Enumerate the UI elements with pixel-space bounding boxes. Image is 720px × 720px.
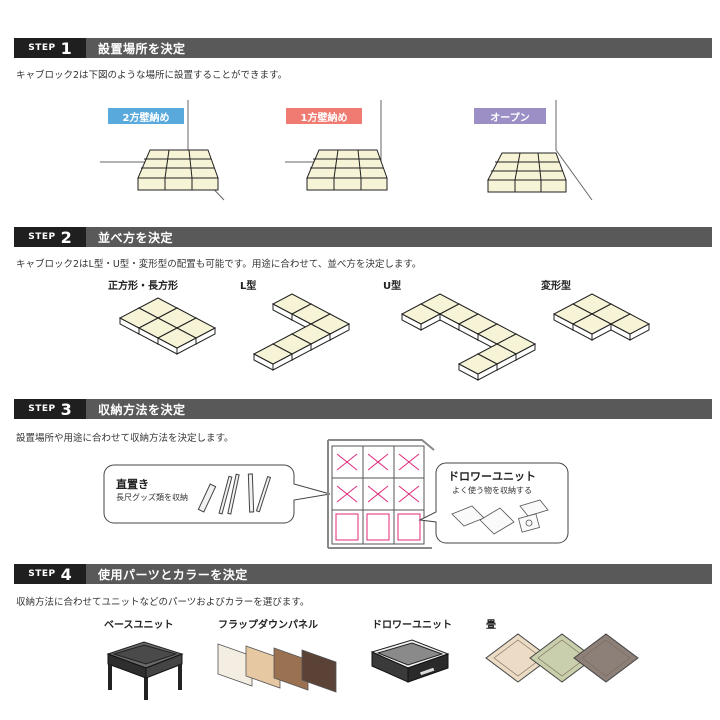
step4-tag: STEP 4 (14, 564, 86, 584)
step-word: STEP (28, 569, 56, 579)
shape-label-l: L型 (240, 281, 257, 292)
arrangement-irregular (552, 293, 651, 341)
tile (156, 327, 198, 355)
shape-label-square: 正方形・長方形 (108, 281, 178, 292)
storage-arrow (398, 485, 420, 503)
tile (457, 353, 499, 381)
step1-title: 設置場所を決定 (98, 41, 186, 56)
badge-two-walls-label: 2方壁納め (122, 112, 170, 124)
flap-panel-swatch (273, 647, 309, 691)
badge-one-wall: 1方壁納め (286, 108, 362, 124)
bubble-left-title: 直置き (116, 478, 149, 491)
step2-tag: STEP 2 (14, 227, 86, 247)
arrangement-square (118, 297, 217, 355)
tile (252, 343, 294, 371)
flap-panel-swatch (217, 643, 253, 687)
part-label-drawer-unit: ドロワーユニット (372, 620, 452, 631)
step4-header: STEP 4 使用パーツとカラーを決定 (14, 564, 712, 584)
shape-label-irregular: 変形型 (541, 281, 571, 292)
tile (400, 303, 442, 331)
step-number: 1 (60, 38, 72, 58)
step-number: 3 (60, 399, 72, 419)
step3-title: 収納方法を決定 (98, 402, 186, 417)
bubble-right-sub: よく使う物を収納する (452, 486, 532, 495)
step-word: STEP (28, 404, 56, 414)
step1-tag: STEP 1 (14, 38, 86, 58)
step2-title: 並べ方を決定 (98, 230, 174, 245)
step3-description: 設置場所や用途に合わせて収納方法を決定します。 (16, 433, 234, 444)
step-number: 4 (60, 564, 72, 584)
scene-two-walls (100, 100, 225, 201)
tile (571, 313, 613, 341)
flap-panel-swatch (245, 645, 281, 689)
step4-title: 使用パーツとカラーを決定 (98, 567, 248, 582)
bubble-right-title: ドロワーユニット (448, 470, 536, 483)
drawer-slot (335, 513, 359, 541)
scene-one-wall (285, 100, 388, 191)
bubble-right (418, 462, 569, 544)
drawer-slot (366, 513, 390, 541)
bubble-left (103, 464, 331, 524)
step-word: STEP (28, 43, 56, 53)
badge-open-label: オープン (490, 112, 530, 124)
part-label-flap-panel: フラップダウンパネル (218, 620, 318, 631)
part-label-base-unit: ベースユニット (104, 620, 174, 631)
scene-open (487, 100, 593, 201)
step4-description: 収納方法に合わせてユニットなどのパーツおよびカラーを選びます。 (16, 597, 310, 608)
storage-arrow (336, 485, 358, 503)
step3-header: STEP 3 収納方法を決定 (14, 399, 712, 419)
storage-arrow (336, 453, 358, 471)
tatami-swatch (573, 633, 639, 683)
tatami-border (581, 639, 631, 677)
badge-one-wall-label: 1方壁納め (300, 112, 348, 124)
arrangement-l (252, 293, 351, 371)
step-word: STEP (28, 232, 56, 242)
storage-arrow (398, 453, 420, 471)
tile (609, 313, 651, 341)
flap-panel-swatch (301, 649, 337, 693)
flap-panel-colors (217, 643, 337, 693)
storage-arrow (367, 485, 389, 503)
shape-label-u: U型 (383, 281, 402, 292)
step-number: 2 (60, 227, 72, 247)
part-label-tatami: 畳 (486, 620, 496, 631)
tatami-colors (485, 633, 639, 683)
step2-description: キャブロック2はL型・U型・変形型の配置も可能です。用途に合わせて、並べ方を決定… (16, 259, 422, 270)
base-unit-image (106, 641, 184, 700)
step1-description: キャブロック2は下図のような場所に設置することができます。 (16, 70, 288, 81)
step1-header: STEP 1 設置場所を決定 (14, 38, 712, 58)
storage-arrow (367, 453, 389, 471)
step2-header: STEP 2 並べ方を決定 (14, 227, 712, 247)
drawer-unit-image (370, 639, 450, 683)
badge-open: オープン (474, 108, 546, 124)
drawer-slot (397, 513, 421, 541)
badge-two-walls: 2方壁納め (108, 108, 184, 124)
step3-tag: STEP 3 (14, 399, 86, 419)
arrangement-u (400, 293, 537, 381)
storage-cabinet (327, 439, 435, 549)
bubble-left-sub: 長尺グッズ類を収納 (116, 493, 188, 502)
